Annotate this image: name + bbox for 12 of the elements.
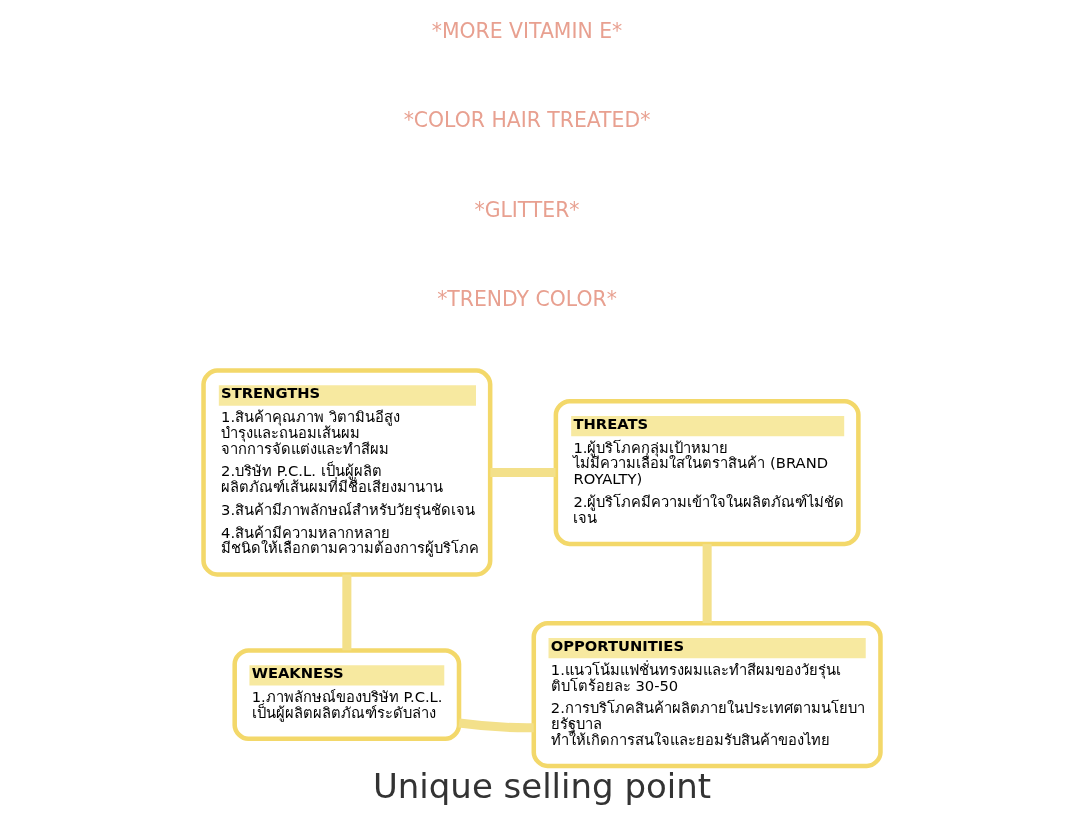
- label: *COLOR HAIR TREATED*: [403, 108, 650, 133]
- connector: [458, 718, 534, 733]
- connector: [489, 468, 556, 478]
- node-box: THREATS 1.ผู้บริโภคกลุ่มเป้าหมาย ไม่มีความเลื่อมใสในตราสินค้า (BRAND ROYALTY) 2.ผู้บริโภคมีความเข้าใจในผลิตภัณฑ์ไม่ชัดเจน: [553, 398, 861, 547]
- connector: [702, 544, 712, 624]
- node-box: OPPORTUNITIES 1.แนวโน้มแฟชั่นทรงผมและทำสีผมของวัยรุ่นเติบโตร้อยละ 30-50 2.การบริโภคสินค้าผลิตภายในประเทศตามนโยบายรัฐบาล ทำให้เกิดการสนใจและยอมรับสินค้าของไทย: [531, 620, 883, 769]
- node-box: WEAKNESS 1.ภาพลักษณ์ของบริษัท P.C.L. เป็นผู้ผลิตผลิตภัณฑ์ระดับล่าง: [231, 648, 461, 742]
- label: *MORE VITAMIN E*: [431, 18, 622, 43]
- node-box: STRENGTHS 1.สินค้าคุณภาพ วิตามินอีสูง บำรุงและถนอมเส้นผม จากการจัดแต่งและทำสีผม 2.บริษัท P.C.L. เป็นผู้ผลิต ผลิตภัณฑ์เส้นผมที่มีชื่อเสียงมานาน 3.สินค้ามีภาพลักษณ์สำหรับวัยรุ่นชัดเจน 4.สินค้ามีความหลากหลาย มีชนิดให้เลือกตามความต้องการผู้บริโภค: [200, 368, 492, 577]
- connector: [341, 574, 351, 651]
- label: *GLITTER*: [473, 197, 580, 222]
- label: *TRENDY COLOR*: [436, 287, 617, 312]
